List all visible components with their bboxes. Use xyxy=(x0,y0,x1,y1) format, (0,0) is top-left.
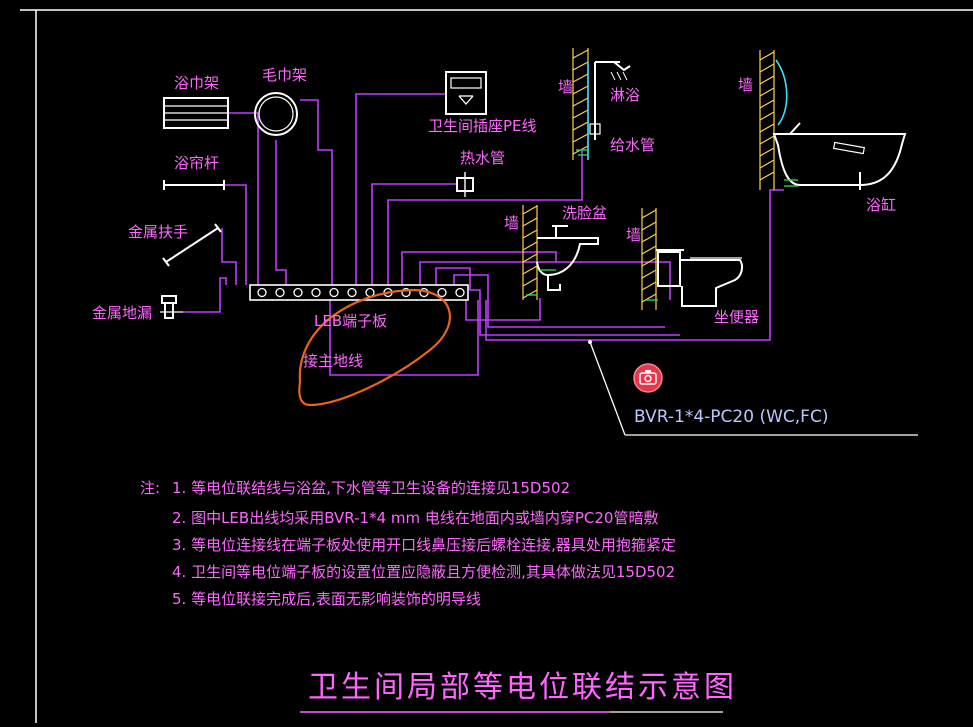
label-water-heater: 热水管 xyxy=(460,149,505,167)
bonding-wires xyxy=(183,93,784,376)
label-towel-rack: 浴巾架 xyxy=(174,74,219,92)
label-washbasin: 洗脸盆 xyxy=(562,204,607,222)
leb-terminal-board xyxy=(249,284,469,301)
socket-symbol xyxy=(445,71,487,115)
highlight-circle xyxy=(298,288,451,407)
note-item: 3. 等电位连接线在端子板处使用开口线鼻压接后螺栓连接,器具处用抱箍紧定 xyxy=(172,536,676,554)
notes-block: 注: 1. 等电位联结线与浴盆,下水管等卫生设备的连接见15D502 2. 图中… xyxy=(140,479,676,608)
camera-button[interactable] xyxy=(633,363,663,393)
water-heater-symbol xyxy=(456,172,474,197)
curtain-rod-symbol xyxy=(163,180,225,190)
label-bvr: BVR-1*4-PC20 (WC,FC) xyxy=(634,407,828,427)
towel-rack-symbol xyxy=(163,97,229,129)
drawing-title: 卫生间局部等电位联结示意图 xyxy=(308,670,737,705)
note-item: 4. 卫生间等电位端子板的设置位置应隐蔽且方便检测,其具体做法见15D502 xyxy=(172,563,675,581)
label-socket-pe: 卫生间插座PE线 xyxy=(428,117,537,135)
camera-icon xyxy=(639,370,657,385)
towel-ring-symbol xyxy=(254,92,298,136)
note-item: 2. 图中LEB出线均采用BVR-1*4 mm 电线在地面内或墙内穿PC20管暗… xyxy=(172,509,658,527)
label-shower: 淋浴 xyxy=(610,86,640,104)
shower-wall xyxy=(572,48,631,160)
label-wall-washbasin: 墙 xyxy=(504,214,519,232)
label-towel-ring: 毛巾架 xyxy=(262,66,307,84)
handrail-symbol xyxy=(162,223,222,267)
note-item: 1. 等电位联结线与浴盆,下水管等卫生设备的连接见15D502 xyxy=(172,479,570,497)
toilet-symbol xyxy=(641,208,744,310)
label-handrail: 金属扶手 xyxy=(128,223,188,241)
floor-drain-symbol xyxy=(160,295,183,319)
washbasin-symbol xyxy=(522,205,599,300)
label-curtain-rod: 浴帘杆 xyxy=(174,154,219,172)
label-main-ground: 接主地线 xyxy=(303,352,363,370)
label-water-supply: 给水管 xyxy=(610,136,655,154)
label-toilet: 坐便器 xyxy=(714,308,759,326)
label-bathtub: 浴缸 xyxy=(866,196,896,214)
label-wall-bathtub: 墙 xyxy=(738,76,753,94)
label-floor-drain: 金属地漏 xyxy=(92,304,152,322)
notes-prefix: 注: xyxy=(140,479,160,497)
label-wall-shower: 墙 xyxy=(558,78,573,96)
bathtub-symbol xyxy=(759,50,907,190)
label-leb: LEB端子板 xyxy=(314,312,387,330)
drawing-frame xyxy=(20,9,973,723)
note-item: 5. 等电位联接完成后,表面无影响装饰的明导线 xyxy=(172,590,481,608)
label-wall-toilet: 墙 xyxy=(626,226,641,244)
bvr-leader xyxy=(588,340,918,436)
